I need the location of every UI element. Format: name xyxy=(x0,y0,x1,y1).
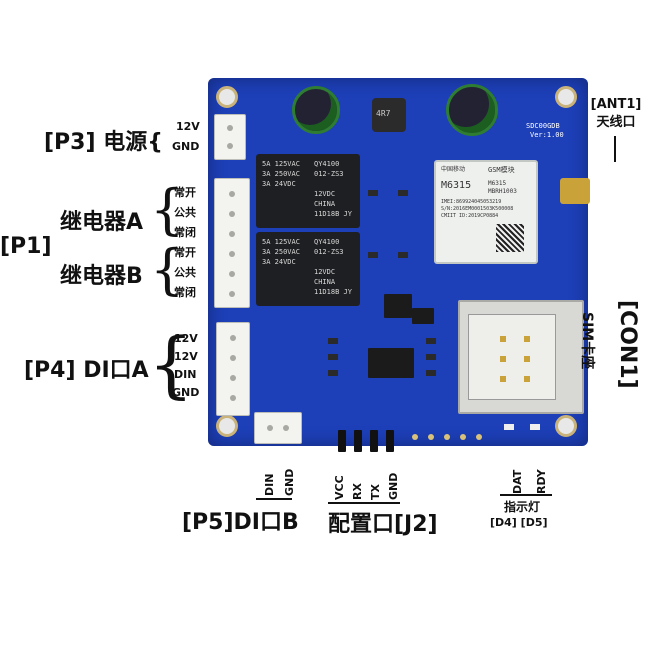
regulator xyxy=(384,294,412,318)
j2-pin: RX xyxy=(351,483,364,500)
relay-a-brace: { xyxy=(150,178,185,241)
led-d5 xyxy=(530,424,540,430)
relay-a-pin: 常闭 xyxy=(174,226,196,239)
ant1-pointer xyxy=(614,136,616,162)
qr-code xyxy=(496,224,524,252)
connector-pin xyxy=(267,425,273,431)
relay-b-brace: { xyxy=(150,238,185,301)
capacitor xyxy=(292,86,340,134)
relay-a-label: 继电器A xyxy=(60,210,144,235)
connector-pin xyxy=(230,355,236,361)
p5-pin-wrap: GND xyxy=(278,469,299,496)
p3-connector xyxy=(214,114,246,160)
p4-tag: [P4] DI口A xyxy=(24,358,149,383)
p5-connector xyxy=(254,412,302,444)
connector-pin xyxy=(230,335,236,341)
p5-pin: GND xyxy=(283,468,296,496)
j2-pin: GND xyxy=(387,472,400,500)
relay-b: 5A 125VAC 3A 250VAC 3A 24VDC QY4100 012-… xyxy=(256,232,360,306)
connector-pin xyxy=(230,375,236,381)
indicator-bracket xyxy=(500,494,552,496)
p1-tag: [P1] xyxy=(0,234,52,259)
con1-label-wrap: SIM卡座 xyxy=(578,312,598,369)
p3-pin-gnd: GND xyxy=(172,140,200,153)
indicator-label: 指示灯 xyxy=(504,500,541,514)
p5-pin-wrap: DIN xyxy=(258,474,279,496)
ic-chip xyxy=(412,308,434,324)
p5-pin: DIN xyxy=(263,473,276,496)
connector-pin xyxy=(229,291,235,297)
connector-pin xyxy=(227,125,233,131)
connector-pin xyxy=(229,251,235,257)
con1-annotation: [CON1] xyxy=(615,300,640,389)
connector-pin xyxy=(227,143,233,149)
p5-tag: [P5]DI口B xyxy=(182,510,299,535)
con1-label: SIM卡座 xyxy=(579,312,595,370)
j2-pin: TX xyxy=(369,484,382,500)
con1-tag: [CON1] xyxy=(615,300,640,389)
relay-b-pin: 公共 xyxy=(174,266,196,279)
j2-bracket xyxy=(328,502,400,504)
sim-slot xyxy=(458,300,584,414)
p1-connector xyxy=(214,178,250,308)
relay-a-pin: 常开 xyxy=(174,186,196,199)
p4-pin: GND xyxy=(172,386,200,399)
ant1-tag: [ANT1] xyxy=(590,97,642,112)
indicator-pin: RDY xyxy=(535,469,548,494)
p4-brace: { xyxy=(148,322,194,406)
connector-pin xyxy=(229,211,235,217)
p4-pin: DIN xyxy=(174,368,197,381)
p4-pin: 12V xyxy=(174,350,198,363)
ant1-label: 天线口 xyxy=(596,115,636,130)
relay-a-pin: 公共 xyxy=(174,206,196,219)
capacitor xyxy=(446,84,498,136)
relay-b-label: 继电器B xyxy=(60,264,143,289)
connector-pin xyxy=(229,231,235,237)
pcb-board: SDC00GDB Ver:1.00 4R7 5A 125VAC 3A 250VA… xyxy=(208,78,590,452)
board-model: SDC00GDB xyxy=(526,122,560,130)
mounting-hole xyxy=(216,86,238,108)
connector-pin xyxy=(283,425,289,431)
ant1-annotation: [ANT1] 天线口 xyxy=(586,96,646,132)
j2-header xyxy=(338,430,398,452)
j2-pin: VCC xyxy=(333,475,346,500)
p5-bracket xyxy=(256,498,292,500)
connector-pin xyxy=(230,395,236,401)
relay-b-pin: 常开 xyxy=(174,246,196,259)
ic-chip xyxy=(368,348,414,378)
p4-pin: 12V xyxy=(174,332,198,345)
p4-connector xyxy=(216,322,250,416)
indicator-leds: [D4] [D5] xyxy=(490,516,548,529)
mounting-hole xyxy=(555,415,577,437)
inductor: 4R7 xyxy=(372,98,406,132)
sma-connector xyxy=(560,178,590,204)
connector-pin xyxy=(229,191,235,197)
p3-pin-12v: 12V xyxy=(176,120,200,133)
relay-a: 5A 125VAC 3A 250VAC 3A 24VDC QY4100 012-… xyxy=(256,154,360,228)
p3-tag: [P3] 电源{ xyxy=(44,130,163,155)
board-version: Ver:1.00 xyxy=(530,131,564,139)
mounting-hole xyxy=(216,415,238,437)
j2-tag: 配置口[J2] xyxy=(328,512,438,537)
j1-pads xyxy=(412,434,492,444)
gsm-module: 中国移动 GSM模块 M6315 M6315 MBRH1003 IMEI:869… xyxy=(434,160,538,264)
relay-b-pin: 常闭 xyxy=(174,286,196,299)
connector-pin xyxy=(229,271,235,277)
mounting-hole xyxy=(555,86,577,108)
led-d4 xyxy=(504,424,514,430)
indicator-pin: DAT xyxy=(511,469,524,494)
